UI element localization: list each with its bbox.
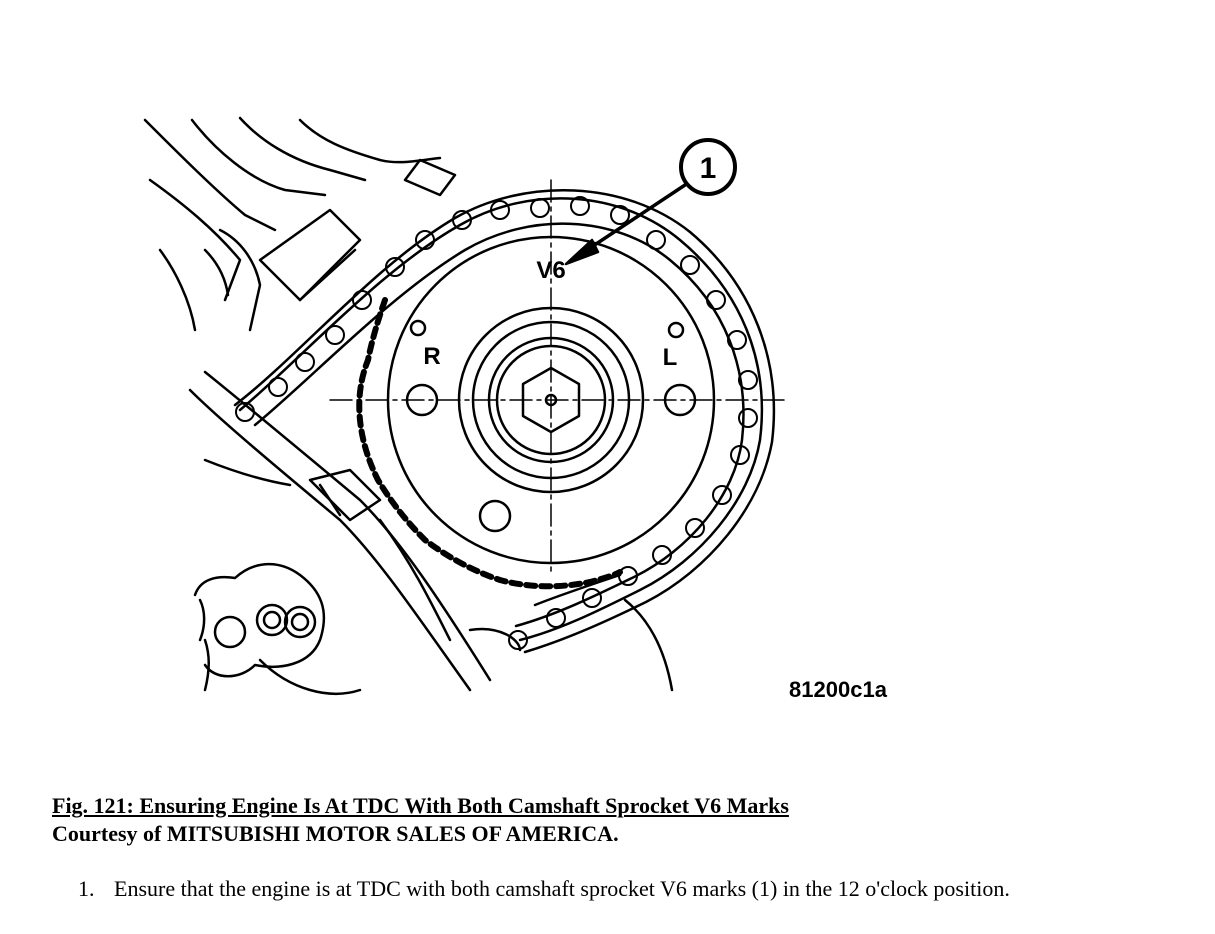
figure-title: Fig. 121: Ensuring Engine Is At TDC With…	[52, 793, 789, 818]
callout-leader	[564, 138, 737, 266]
figure-caption: Fig. 121: Ensuring Engine Is At TDC With…	[52, 792, 789, 848]
center-lines	[329, 179, 786, 576]
sprocket-v6-mark: V6	[536, 257, 565, 284]
drawing-id: 81200c1a	[789, 677, 888, 702]
step-number: 1.	[78, 876, 95, 901]
left-mark: L	[663, 344, 678, 371]
camshaft-sprocket-diagram: 1 V6 R L 81200c1a	[143, 116, 888, 702]
step-text: Ensure that the engine is at TDC with bo…	[114, 876, 1010, 901]
right-mark: R	[423, 343, 440, 370]
step-item: 1. Ensure that the engine is at TDC with …	[78, 876, 1010, 902]
chain-guide	[533, 573, 674, 692]
callout-number: 1	[700, 152, 717, 185]
camshaft-sprocket	[356, 235, 716, 590]
figure-credit: Courtesy of MITSUBISHI MOTOR SALES OF AM…	[52, 821, 619, 846]
lower-bracket	[193, 562, 362, 695]
engine-housing	[143, 116, 522, 692]
